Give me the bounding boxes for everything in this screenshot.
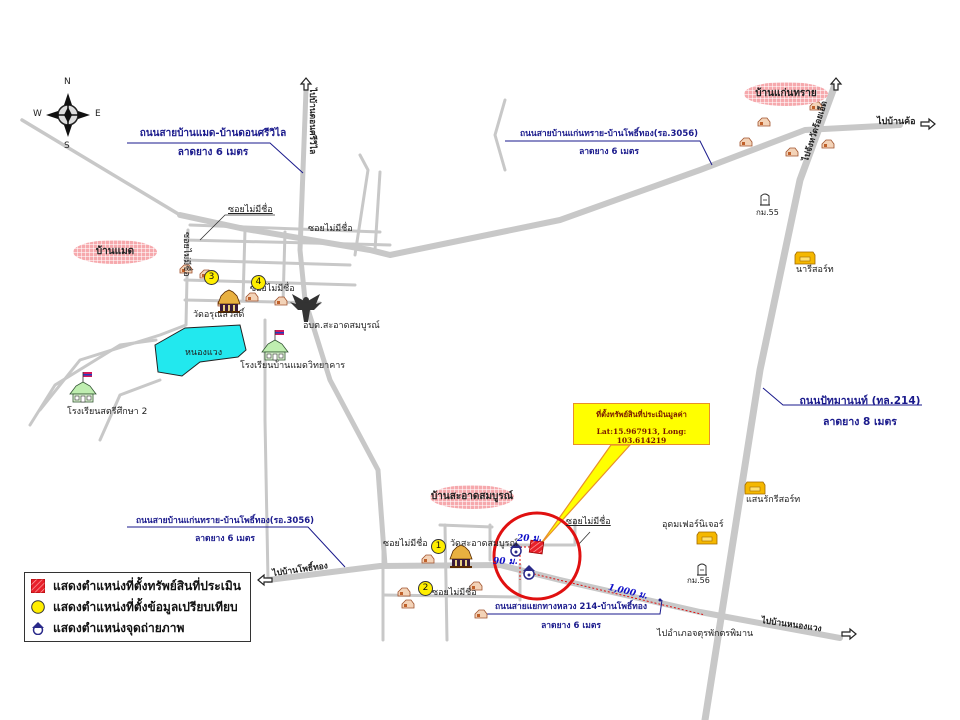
compass-south: S: [64, 141, 70, 151]
label-wat-arun: วัดอรุณสวัสดิ์: [193, 310, 245, 320]
label-saen-rak-resort: แสนรักรีสอร์ท: [746, 495, 801, 505]
road-soi-property-north: [498, 518, 577, 547]
village-ban-sa-at-sombun: บ้านสะอาดสมบูรณ์: [430, 485, 514, 509]
shop-icon-saen-rak: [744, 481, 766, 495]
label-udom-furniture: อุดมเฟอร์นิเจอร์: [662, 520, 724, 530]
arrow-right-icon: [920, 117, 936, 131]
km-stone-icon-56: [696, 563, 708, 576]
legend-item-photo-point: แสดงตำแหน่งจุดถ่ายภาพ: [31, 618, 184, 638]
comparable-marker-1[interactable]: 1: [431, 539, 446, 554]
road-surface-kaen-sai-pho-thong-north: ลาดยาง 6 เมตร: [579, 147, 639, 157]
distance-end-dot: [658, 598, 662, 602]
distance-label-20m: 20 ม.: [517, 534, 542, 544]
hatched-red-square-icon: [31, 579, 45, 593]
road-north-small-2: [373, 170, 382, 252]
school-icon-satri: [69, 371, 97, 403]
comparable-marker-3[interactable]: 3: [204, 270, 219, 285]
soi-label-2: ซอยไม่มีชื่อ: [308, 224, 353, 234]
shop-icon-udom: [696, 531, 718, 545]
label-nari-resort: นารีสอร์ท: [796, 265, 834, 275]
label-km55: กม.55: [756, 208, 779, 217]
soi-label-4: ซอยไม่มีชื่อ: [250, 284, 295, 294]
soi-label-7: ซอยไม่มีชื่อ: [566, 517, 611, 527]
road-maet-main: [177, 122, 903, 258]
direction-to-don-si-wilai: ไปบ้านดอนศรีวิไล: [307, 88, 317, 155]
road-soi-vertical-2: [241, 228, 247, 302]
arrow-left-icon: [257, 573, 273, 587]
road-nw-diagonal: [20, 118, 182, 217]
distance-label-90m: 90 ม.: [493, 557, 518, 567]
road-don-si-wilai: [297, 87, 388, 568]
road-south-grid-v2: [443, 523, 449, 642]
leader-lines: [127, 140, 922, 615]
label-school-satri: โรงเรียนสตรีศึกษา 2: [67, 407, 148, 417]
arrow-right-icon: [841, 627, 857, 641]
legend-item-comparable: แสดงตำแหน่งที่ตั้งข้อมูลเปรียบเทียบ: [31, 597, 238, 617]
soi-label-1: ซอยไม่มีชื่อ: [228, 205, 273, 215]
road-label-maet-don-si-wilai: ถนนสายบ้านแมด-บ้านดอนศรีวิไล: [139, 128, 287, 139]
comparable-marker-2[interactable]: 2: [418, 581, 433, 596]
legend-item-subject-property: แสดงตำแหน่งที่ตั้งทรัพย์สินที่ประเมิน: [31, 576, 241, 596]
village-ban-maet: บ้านแมด: [73, 240, 157, 264]
compass-west: W: [33, 109, 42, 119]
road-north-east-small: [353, 153, 370, 257]
legend-label: แสดงตำแหน่งจุดถ่ายภาพ: [53, 620, 185, 635]
direction-to-ban-kho: ไปบ้านค้อ: [877, 117, 916, 127]
road-soi-grid-3: [183, 258, 352, 267]
soi-label-5: ซอยไม่มีชื่อ: [383, 539, 428, 549]
legend-label: แสดงตำแหน่งที่ตั้งข้อมูลเปรียบเทียบ: [53, 599, 238, 614]
road-surface-pattamanon: ลาดยาง 8 เมตร: [823, 416, 897, 428]
road-north-curve: [493, 98, 507, 172]
garuda-icon: [290, 294, 322, 322]
direction-to-chaturaphak-phiman: ไปอำเภอจตุรพักตรพิมาน: [657, 629, 754, 639]
road-surface-kaen-sai-pho-thong-south: ลาดยาง 6 เมตร: [195, 534, 255, 544]
village-ban-kaen-sai: บ้านแก่นทราย: [744, 82, 828, 106]
comparable-marker-4[interactable]: 4: [251, 275, 266, 290]
label-sao-office: อบต.สะอาดสมบูรณ์: [303, 321, 380, 331]
callout-title: ที่ตั้งทรัพย์สินที่ประเมินมูลค่า: [596, 410, 687, 419]
label-km56: กม.56: [687, 576, 710, 585]
label-wat-sa-at: วัดสะอาดสมบูรณ์: [450, 539, 518, 549]
road-surface-junction-214-pho-thong: ลาดยาง 6 เมตร: [541, 621, 601, 631]
label-school-maet: โรงเรียนบ้านแมดวิทยาคาร: [240, 361, 346, 371]
road-label-pattamanon: ถนนปัทมานนท์ (ทล.214): [799, 395, 921, 407]
pond-nong-waeng: [154, 324, 247, 377]
soi-leader-lines: [199, 214, 591, 546]
arrow-up-icon: [829, 77, 843, 91]
label-pond: หนองแวง: [185, 348, 223, 358]
property-highlight-circle: [492, 511, 582, 601]
road-south-grid-h2: [438, 523, 494, 529]
road-label-junction-214-pho-thong: ถนนสายแยกทางหลวง 214-บ้านโพธิ์ทอง: [495, 602, 647, 612]
callout-pointer: [539, 444, 632, 546]
arrow-up-icon: [299, 77, 313, 91]
road-roi-et-highway: [701, 81, 839, 720]
road-soi-grid-1: [188, 223, 382, 234]
direction-arrows: [257, 77, 936, 641]
subject-property-marker[interactable]: [528, 539, 545, 555]
map-legend: แสดงตำแหน่งที่ตั้งทรัพย์สินที่ประเมิน แส…: [24, 572, 251, 642]
compass-east: E: [95, 109, 101, 119]
road-soi-vertical-3: [281, 230, 287, 305]
road-soi-grid-2: [183, 238, 392, 247]
road-lake-west: [28, 338, 158, 427]
camera-viewpoint-icon-2[interactable]: [522, 564, 536, 580]
road-school-east: [98, 378, 162, 442]
road-surface-maet-don-si-wilai: ลาดยาง 6 เมตร: [177, 147, 249, 158]
callout-coords: Lat:15.967913, Long: 103.614219: [596, 427, 687, 445]
soi-label-6: ซอยไม่มีชื่อ: [432, 588, 477, 598]
soi-label-3: ซอยไม่มีชื่อ: [181, 232, 191, 277]
yellow-circle-icon: [31, 600, 45, 614]
road-label-kaen-sai-pho-thong-south: ถนนสายบ้านแก่นทราย-บ้านโพธิ์ทอง(รอ.3056): [135, 516, 315, 526]
camera-viewpoint-icon: [32, 622, 44, 635]
compass-north: N: [64, 77, 71, 87]
km-stone-icon-55: [759, 193, 771, 206]
road-label-kaen-sai-pho-thong-north: ถนนสายบ้านแก่นทราย-บ้านโพธิ์ทอง(รอ.3056): [519, 129, 699, 139]
property-callout: ที่ตั้งทรัพย์สินที่ประเมินมูลค่า Lat:15.…: [573, 403, 710, 445]
legend-label: แสดงตำแหน่งที่ตั้งทรัพย์สินที่ประเมิน: [53, 578, 241, 593]
compass-rose-icon: [46, 93, 90, 137]
shop-icon-nari: [794, 251, 816, 265]
